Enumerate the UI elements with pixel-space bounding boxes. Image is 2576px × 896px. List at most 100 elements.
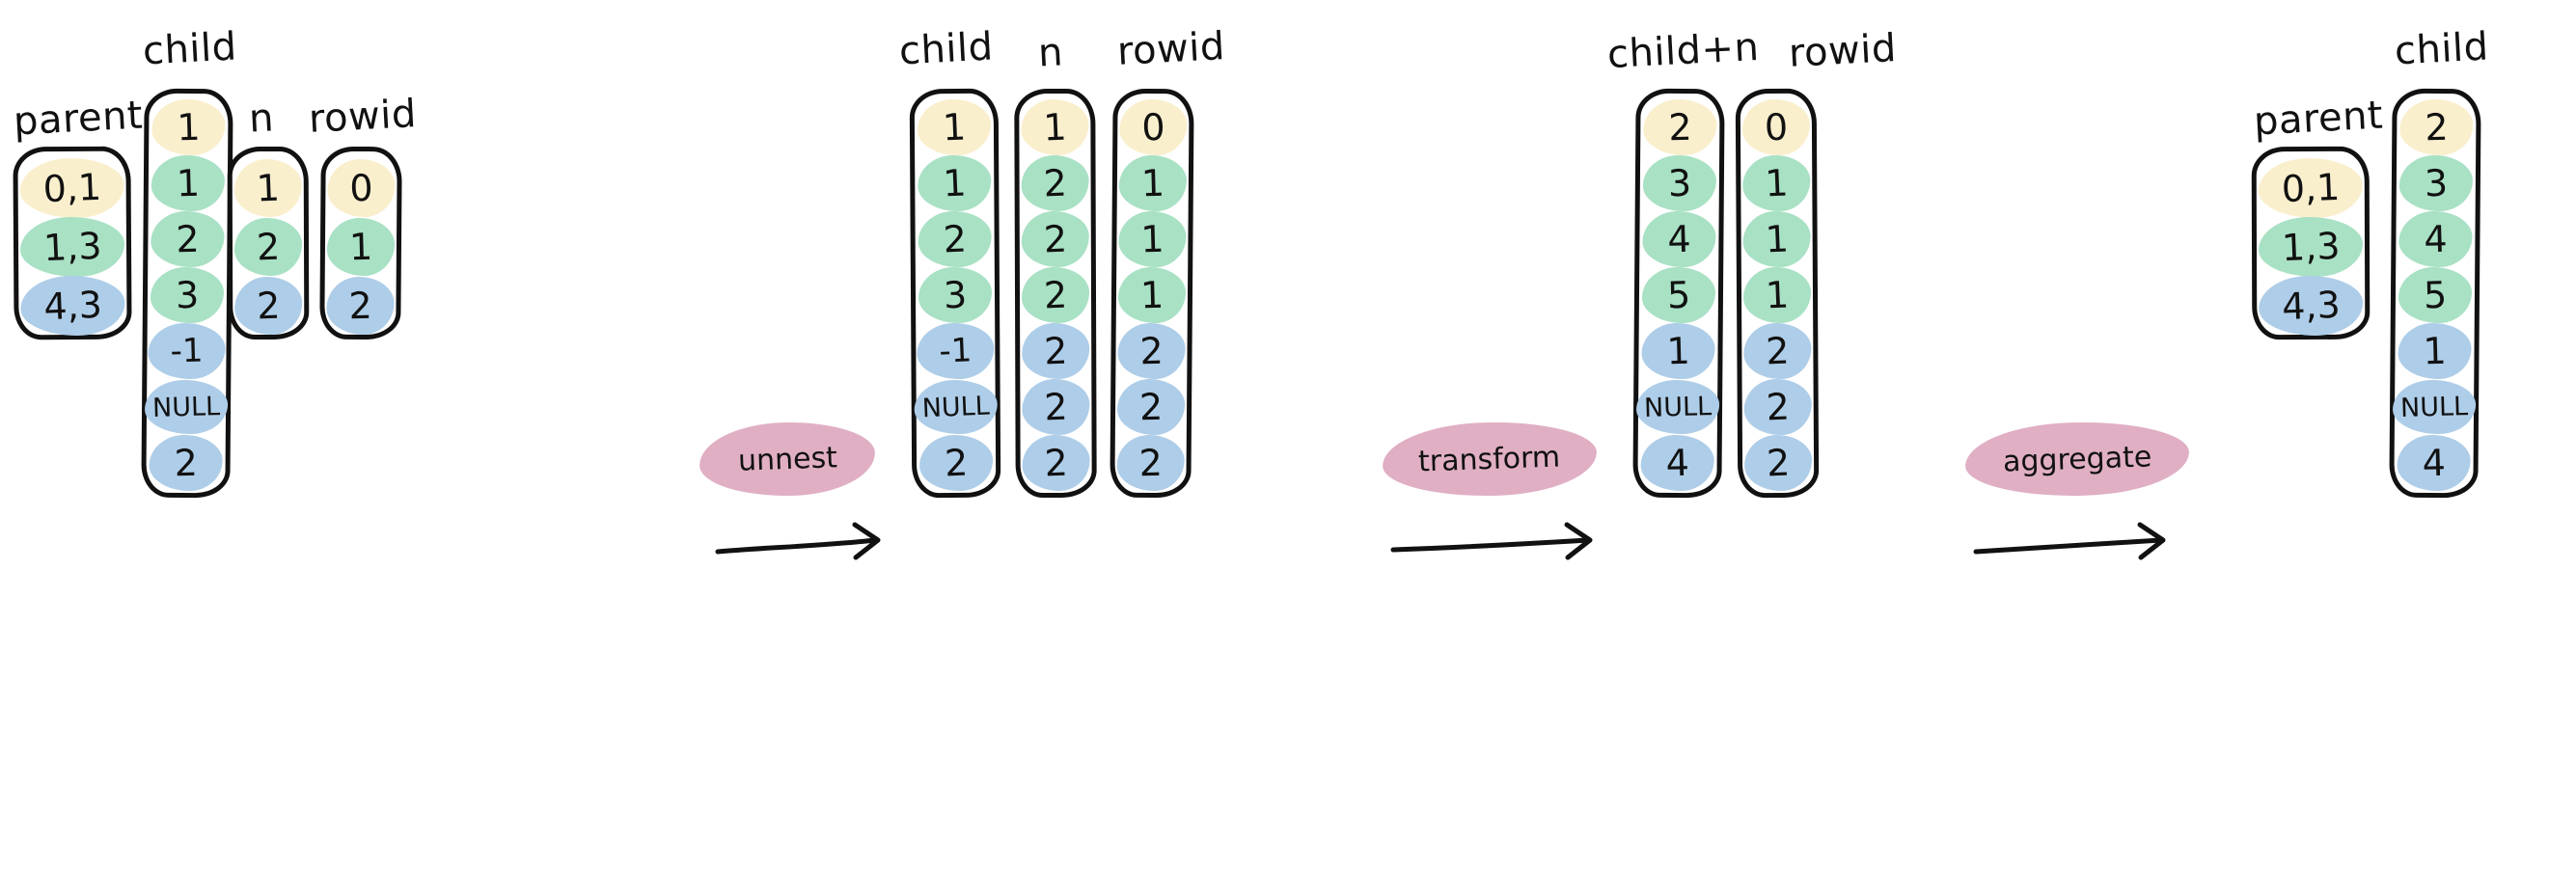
cell: 1 — [1740, 154, 1813, 212]
cell: 3 — [915, 266, 996, 324]
cell: 2 — [1019, 266, 1092, 324]
cell: 1 — [1740, 210, 1813, 268]
cell-value: 2 — [1138, 329, 1165, 373]
cell-value: 2 — [256, 225, 281, 269]
arrow-aggregate — [1973, 522, 2166, 560]
cell-value: NULL — [151, 391, 221, 423]
cell: 2 — [914, 210, 995, 268]
cell: 2 — [2396, 98, 2477, 156]
cell: 3 — [2396, 154, 2477, 212]
operation-unnest: unnest — [699, 420, 876, 499]
cell: 2 — [916, 434, 997, 492]
column-n-2: 1 2 2 2 2 2 2 — [1014, 88, 1097, 499]
cell-value: 4,3 — [2281, 283, 2342, 328]
cell: 2 — [145, 434, 226, 492]
operation-label: unnest — [736, 440, 838, 478]
cell-value: -1 — [938, 331, 973, 371]
column-header-rowid-3: rowid — [1787, 26, 1898, 76]
cell-value: 3 — [943, 273, 968, 317]
cell-value: 4 — [2421, 441, 2447, 485]
column-header-child-1: child — [141, 24, 238, 74]
cell: 4 — [2393, 434, 2474, 492]
cell: 2 — [1114, 378, 1188, 436]
cell: 1 — [148, 154, 229, 212]
cell-value: 3 — [175, 273, 200, 317]
column-rowid-1: 0 1 2 — [319, 146, 402, 340]
cell-value: 2 — [175, 217, 201, 261]
cell-value: 1 — [1765, 273, 1790, 317]
cell-value: 1 — [1665, 329, 1691, 373]
cell-value: 0 — [1763, 105, 1789, 149]
cell: NULL — [1635, 379, 1720, 436]
cell: NULL — [2392, 379, 2477, 436]
cell: 2 — [1741, 378, 1815, 436]
cell-value: 2 — [1765, 329, 1791, 373]
cell-value: 1 — [176, 105, 202, 149]
cell-value: 1 — [941, 105, 967, 149]
operation-aggregate: aggregate — [1964, 419, 2190, 500]
cell-value: 4 — [2423, 217, 2449, 261]
cell-value: 2 — [944, 441, 970, 485]
cell-value: 2 — [1043, 385, 1069, 429]
operation-label: aggregate — [2002, 439, 2152, 479]
operation-transform: transform — [1382, 420, 1598, 499]
cell: 0 — [1116, 98, 1190, 156]
cell-value: 1 — [942, 161, 968, 205]
cell: 0,1 — [2257, 158, 2365, 219]
cell-value: 2 — [347, 284, 373, 327]
cell-value: 1 — [1764, 217, 1790, 261]
column-header-n-1: n — [247, 95, 276, 142]
cell-value: 2 — [1043, 273, 1068, 317]
column-header-child-2: child — [897, 24, 995, 74]
cell-value: 1 — [176, 161, 201, 205]
cell: 2 — [147, 210, 228, 268]
cell: 0,1 — [17, 157, 125, 219]
cell: 0 — [324, 159, 397, 218]
cell: 2 — [1020, 434, 1093, 492]
cell: 1 — [148, 98, 229, 156]
cell-value: 1 — [1042, 105, 1068, 149]
cell: 2 — [1019, 210, 1092, 268]
cell-value: 0,1 — [2280, 166, 2341, 211]
cell-value: 0,1 — [41, 166, 102, 211]
column-rowid-2: 0 1 1 1 2 2 2 — [1110, 88, 1194, 499]
cell: 2 — [1740, 322, 1814, 380]
cell-value: NULL — [1643, 391, 1713, 423]
column-child-4: 2 3 4 5 1 NULL 4 — [2389, 88, 2481, 499]
cell-value: 4,3 — [42, 283, 103, 328]
cell: 1 — [914, 154, 995, 212]
cell-value: 3 — [1667, 161, 1692, 205]
column-child-2: 1 1 2 3 -1 NULL 2 — [909, 88, 1001, 499]
cell: 2 — [1113, 434, 1187, 492]
cell: 1,3 — [2257, 216, 2365, 278]
column-n-1: 1 2 2 — [227, 146, 310, 340]
column-header-parent-4: parent — [2252, 93, 2385, 145]
cell-value: 2 — [1043, 441, 1069, 485]
column-header-childplusn-3: child+n — [1605, 24, 1761, 78]
cell: 2 — [1019, 154, 1092, 212]
cell-value: 4 — [1666, 217, 1692, 261]
cell-value: 2 — [1137, 441, 1164, 485]
cell: 2 — [232, 276, 305, 335]
cell: 4 — [2395, 210, 2476, 268]
cell-value: 1 — [1139, 217, 1165, 261]
cell: NULL — [144, 379, 229, 436]
cell-value: 0 — [348, 167, 374, 210]
cell-value: 3 — [2424, 161, 2449, 205]
cell-value: 1 — [1139, 273, 1165, 317]
operation-label: transform — [1417, 439, 1562, 479]
cell-value: 0 — [1140, 105, 1166, 149]
cell: 1 — [1115, 210, 1189, 268]
cell: 1 — [1116, 154, 1190, 212]
column-child-1: 1 1 2 3 -1 NULL 2 — [141, 88, 233, 499]
cell-value: 2 — [2424, 105, 2450, 149]
column-childplusn-3: 2 3 4 5 1 NULL 4 — [1632, 88, 1725, 499]
cell-value: 2 — [1765, 385, 1791, 429]
cell-value: NULL — [2399, 391, 2469, 423]
cell: -1 — [915, 322, 996, 380]
cell: 2 — [1019, 322, 1092, 380]
cell-value: 2 — [173, 441, 199, 485]
cell: 4 — [1638, 210, 1719, 268]
cell: 2 — [232, 217, 305, 277]
cell: 2 — [1114, 322, 1188, 380]
